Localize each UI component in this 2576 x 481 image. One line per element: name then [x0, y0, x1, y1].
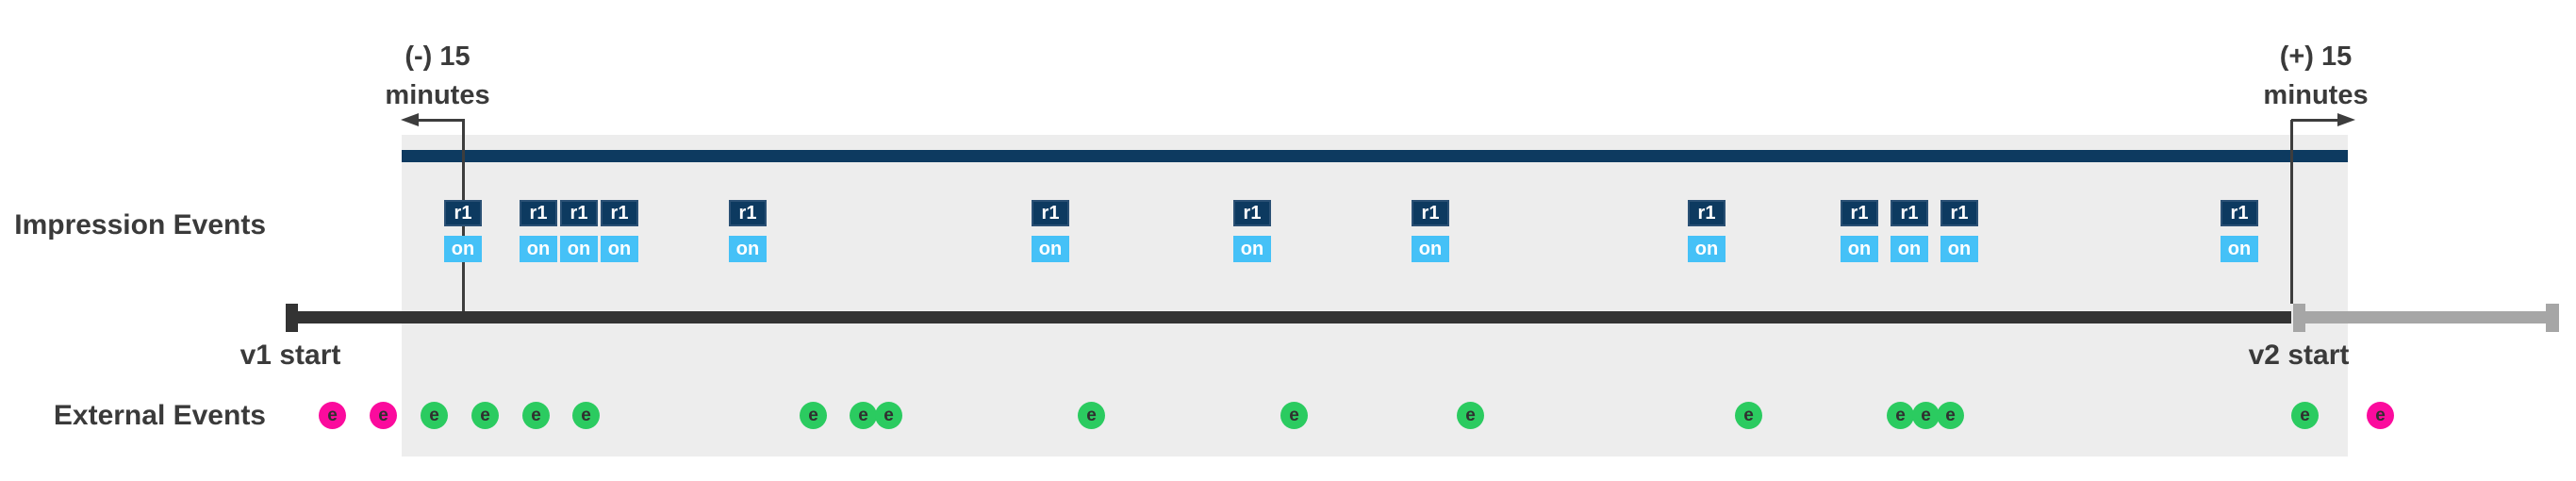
- arrow-right-icon: [2337, 113, 2355, 126]
- external-event-dot: e: [1457, 402, 1484, 429]
- post-window-annotation: (+) 15 minutes: [2203, 38, 2429, 115]
- impression-r1-box: r1: [729, 200, 767, 226]
- external-event-dot: e: [800, 402, 827, 429]
- external-event-dot: e: [471, 402, 499, 429]
- impression-on-box: on: [601, 236, 638, 262]
- impression-r1-box: r1: [444, 200, 482, 226]
- v2-start-cap: [2293, 304, 2305, 332]
- v1-start-label: v1 start: [239, 340, 341, 371]
- impression-r1-box: r1: [560, 200, 598, 226]
- external-event-dot: e: [1912, 402, 1940, 429]
- impression-r1-box: r1: [1891, 200, 1928, 226]
- timeline-v1-segment: [292, 311, 2291, 323]
- post-window-line2: minutes: [2263, 80, 2369, 110]
- external-event-dot: e: [875, 402, 902, 429]
- pre-window-line2: minutes: [385, 80, 490, 110]
- external-event-dot: e: [572, 402, 600, 429]
- external-event-dot: e: [1937, 402, 1964, 429]
- impression-on-box: on: [560, 236, 598, 262]
- timeline-end-cap: [2546, 304, 2559, 332]
- external-event-dot: e: [319, 402, 346, 429]
- external-events-label: External Events: [53, 400, 266, 431]
- external-event-dot: e: [850, 402, 877, 429]
- campaign-bar: [402, 150, 2348, 162]
- external-event-dot: e: [1735, 402, 1762, 429]
- impression-events-label: Impression Events: [14, 209, 266, 240]
- impression-r1-box: r1: [1412, 200, 1449, 226]
- external-event-dot: e: [2291, 402, 2319, 429]
- timeline-v2-segment: [2299, 311, 2559, 323]
- impression-r1-box: r1: [601, 200, 638, 226]
- external-event-dot: e: [1887, 402, 1914, 429]
- post-window-arrow-line: [2291, 119, 2340, 122]
- impression-on-box: on: [520, 236, 557, 262]
- external-event-dot: e: [421, 402, 448, 429]
- impression-on-box: on: [729, 236, 767, 262]
- pre-window-line1: (-) 15: [405, 41, 471, 72]
- impression-r1-box: r1: [1032, 200, 1069, 226]
- pre-window-arrow-line: [415, 119, 465, 122]
- impression-on-box: on: [444, 236, 482, 262]
- impression-on-box: on: [1940, 236, 1978, 262]
- impression-on-box: on: [1891, 236, 1928, 262]
- impression-on-box: on: [1841, 236, 1878, 262]
- external-event-dot: e: [522, 402, 550, 429]
- impression-r1-box: r1: [1688, 200, 1726, 226]
- v2-start-label: v2 start: [2248, 340, 2350, 371]
- external-event-dot: e: [370, 402, 397, 429]
- external-event-dot: e: [1078, 402, 1105, 429]
- v1-start-cap: [286, 304, 298, 332]
- pre-window-annotation: (-) 15 minutes: [324, 38, 551, 115]
- arrow-left-icon: [401, 113, 419, 126]
- impression-on-box: on: [2221, 236, 2258, 262]
- external-event-dot: e: [2367, 402, 2394, 429]
- impression-on-box: on: [1688, 236, 1726, 262]
- impression-r1-box: r1: [1940, 200, 1978, 226]
- impression-on-box: on: [1233, 236, 1271, 262]
- impression-r1-box: r1: [2221, 200, 2258, 226]
- impression-on-box: on: [1032, 236, 1069, 262]
- post-window-line1: (+) 15: [2279, 41, 2353, 72]
- external-event-dot: e: [1280, 402, 1308, 429]
- impression-r1-box: r1: [520, 200, 557, 226]
- impression-on-box: on: [1412, 236, 1449, 262]
- post-window-reference-line: [2290, 120, 2293, 304]
- impression-r1-box: r1: [1841, 200, 1878, 226]
- impression-r1-box: r1: [1233, 200, 1271, 226]
- analysis-window-panel: [402, 135, 2348, 456]
